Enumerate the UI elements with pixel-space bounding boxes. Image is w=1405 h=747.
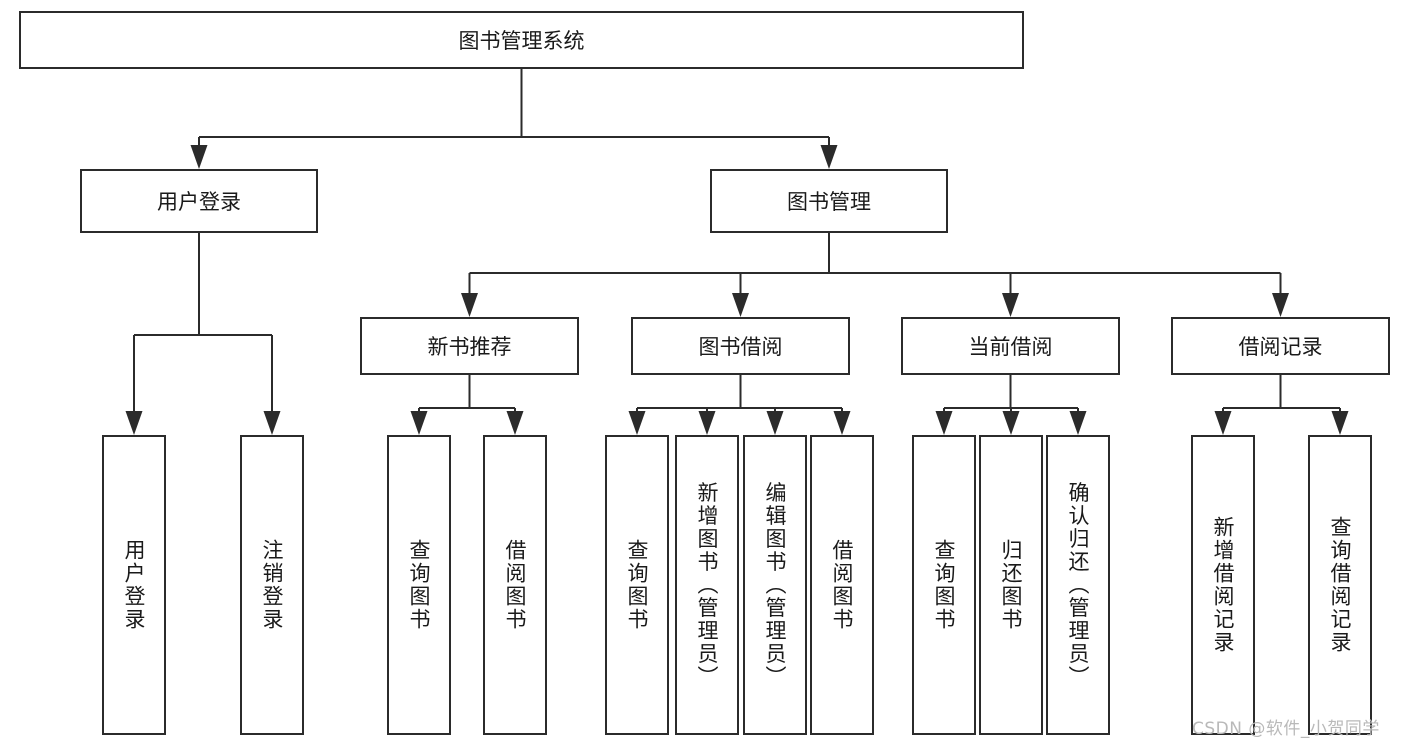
arrow-head-icon xyxy=(935,411,953,435)
node-label-leaf-query-record: 查询借阅记录 xyxy=(1328,516,1352,654)
node-box-leaf-borrow-book-1[interactable] xyxy=(482,434,548,736)
connector-layer xyxy=(125,68,1349,435)
node-label-book-borrow: 图书借阅 xyxy=(699,335,783,359)
node-label-leaf-edit-book: 编辑图书（管理员） xyxy=(763,482,787,689)
arrow-head-icon xyxy=(1331,411,1349,435)
connector-group xyxy=(461,232,1289,317)
node-user-login[interactable]: 用户登录 xyxy=(79,168,319,234)
arrow-head-icon xyxy=(1069,411,1087,435)
connector-group xyxy=(125,232,281,435)
node-root[interactable]: 图书管理系统 xyxy=(18,10,1025,70)
node-box-leaf-add-record[interactable] xyxy=(1190,434,1256,736)
node-label-leaf-add-record: 新增借阅记录 xyxy=(1211,516,1235,654)
connector-group xyxy=(1214,374,1349,435)
node-label-leaf-borrow-book-1: 借阅图书 xyxy=(503,539,527,631)
connector-group xyxy=(628,374,851,435)
node-borrow-record[interactable]: 借阅记录 xyxy=(1170,316,1391,376)
connector-group xyxy=(410,374,524,435)
node-leaf-return-book[interactable]: 归还图书 xyxy=(978,434,1044,736)
node-leaf-user-login[interactable]: 用户登录 xyxy=(101,434,167,736)
node-leaf-add-book[interactable]: 新增图书（管理员） xyxy=(674,434,740,736)
node-label-leaf-query-book-3: 查询图书 xyxy=(932,539,956,631)
node-label-current-borrow: 当前借阅 xyxy=(969,335,1053,359)
arrow-head-icon xyxy=(1002,411,1020,435)
node-box-new-book-rec[interactable] xyxy=(359,316,580,376)
node-leaf-confirm-return[interactable]: 确认归还（管理员） xyxy=(1045,434,1111,736)
node-box-borrow-record[interactable] xyxy=(1170,316,1391,376)
node-leaf-edit-book[interactable]: 编辑图书（管理员） xyxy=(742,434,808,736)
node-leaf-add-record[interactable]: 新增借阅记录 xyxy=(1190,434,1256,736)
connector-group xyxy=(190,68,838,169)
node-box-user-login[interactable] xyxy=(79,168,319,234)
arrow-head-icon xyxy=(263,411,281,435)
node-leaf-query-book-2[interactable]: 查询图书 xyxy=(604,434,670,736)
node-box-current-borrow[interactable] xyxy=(900,316,1121,376)
node-box-leaf-return-book[interactable] xyxy=(978,434,1044,736)
node-box-leaf-query-book-2[interactable] xyxy=(604,434,670,736)
node-box-root[interactable] xyxy=(18,10,1025,70)
node-box-leaf-logout[interactable] xyxy=(239,434,305,736)
node-label-book-manage: 图书管理 xyxy=(787,190,871,214)
arrow-head-icon xyxy=(1214,411,1232,435)
node-leaf-logout[interactable]: 注销登录 xyxy=(239,434,305,736)
node-leaf-borrow-book-1[interactable]: 借阅图书 xyxy=(482,434,548,736)
node-box-leaf-borrow-book-2[interactable] xyxy=(809,434,875,736)
node-box-leaf-query-book-1[interactable] xyxy=(386,434,452,736)
node-book-manage[interactable]: 图书管理 xyxy=(709,168,949,234)
arrow-head-icon xyxy=(766,411,784,435)
node-label-leaf-borrow-book-2: 借阅图书 xyxy=(830,539,854,631)
arrow-head-icon xyxy=(190,145,208,169)
node-box-book-borrow[interactable] xyxy=(630,316,851,376)
arrow-head-icon xyxy=(628,411,646,435)
node-box-leaf-add-book[interactable] xyxy=(674,434,740,736)
node-label-leaf-confirm-return: 确认归还（管理员） xyxy=(1066,482,1090,689)
arrow-head-icon xyxy=(461,293,478,317)
node-label-leaf-query-book-2: 查询图书 xyxy=(625,539,649,631)
node-layer: 图书管理系统用户登录图书管理新书推荐图书借阅当前借阅借阅记录用户登录注销登录查询… xyxy=(18,10,1391,736)
node-current-borrow[interactable]: 当前借阅 xyxy=(900,316,1121,376)
node-leaf-borrow-book-2[interactable]: 借阅图书 xyxy=(809,434,875,736)
connector-group xyxy=(935,374,1087,435)
node-label-leaf-query-book-1: 查询图书 xyxy=(407,539,431,631)
node-box-book-manage[interactable] xyxy=(709,168,949,234)
node-label-leaf-add-book: 新增图书（管理员） xyxy=(695,482,719,689)
node-label-leaf-user-login: 用户登录 xyxy=(122,539,146,631)
arrow-head-icon xyxy=(125,411,143,435)
node-leaf-query-record[interactable]: 查询借阅记录 xyxy=(1307,434,1373,736)
node-box-leaf-query-book-3[interactable] xyxy=(911,434,977,736)
arrow-head-icon xyxy=(1002,293,1019,317)
node-label-new-book-rec: 新书推荐 xyxy=(428,335,512,359)
node-label-root: 图书管理系统 xyxy=(459,29,585,53)
arrow-head-icon xyxy=(698,411,716,435)
arrow-head-icon xyxy=(833,411,851,435)
node-label-leaf-return-book: 归还图书 xyxy=(999,539,1023,631)
node-book-borrow[interactable]: 图书借阅 xyxy=(630,316,851,376)
node-box-leaf-user-login[interactable] xyxy=(101,434,167,736)
arrow-head-icon xyxy=(506,411,524,435)
arrow-head-icon xyxy=(820,145,838,169)
arrow-head-icon xyxy=(732,293,749,317)
node-label-borrow-record: 借阅记录 xyxy=(1239,335,1323,359)
node-leaf-query-book-1[interactable]: 查询图书 xyxy=(386,434,452,736)
node-box-leaf-edit-book[interactable] xyxy=(742,434,808,736)
node-new-book-rec[interactable]: 新书推荐 xyxy=(359,316,580,376)
arrow-head-icon xyxy=(1272,293,1289,317)
node-box-leaf-confirm-return[interactable] xyxy=(1045,434,1111,736)
node-label-user-login: 用户登录 xyxy=(157,190,241,214)
node-leaf-query-book-3[interactable]: 查询图书 xyxy=(911,434,977,736)
node-label-leaf-logout: 注销登录 xyxy=(260,539,284,631)
arrow-head-icon xyxy=(410,411,428,435)
node-box-leaf-query-record[interactable] xyxy=(1307,434,1373,736)
